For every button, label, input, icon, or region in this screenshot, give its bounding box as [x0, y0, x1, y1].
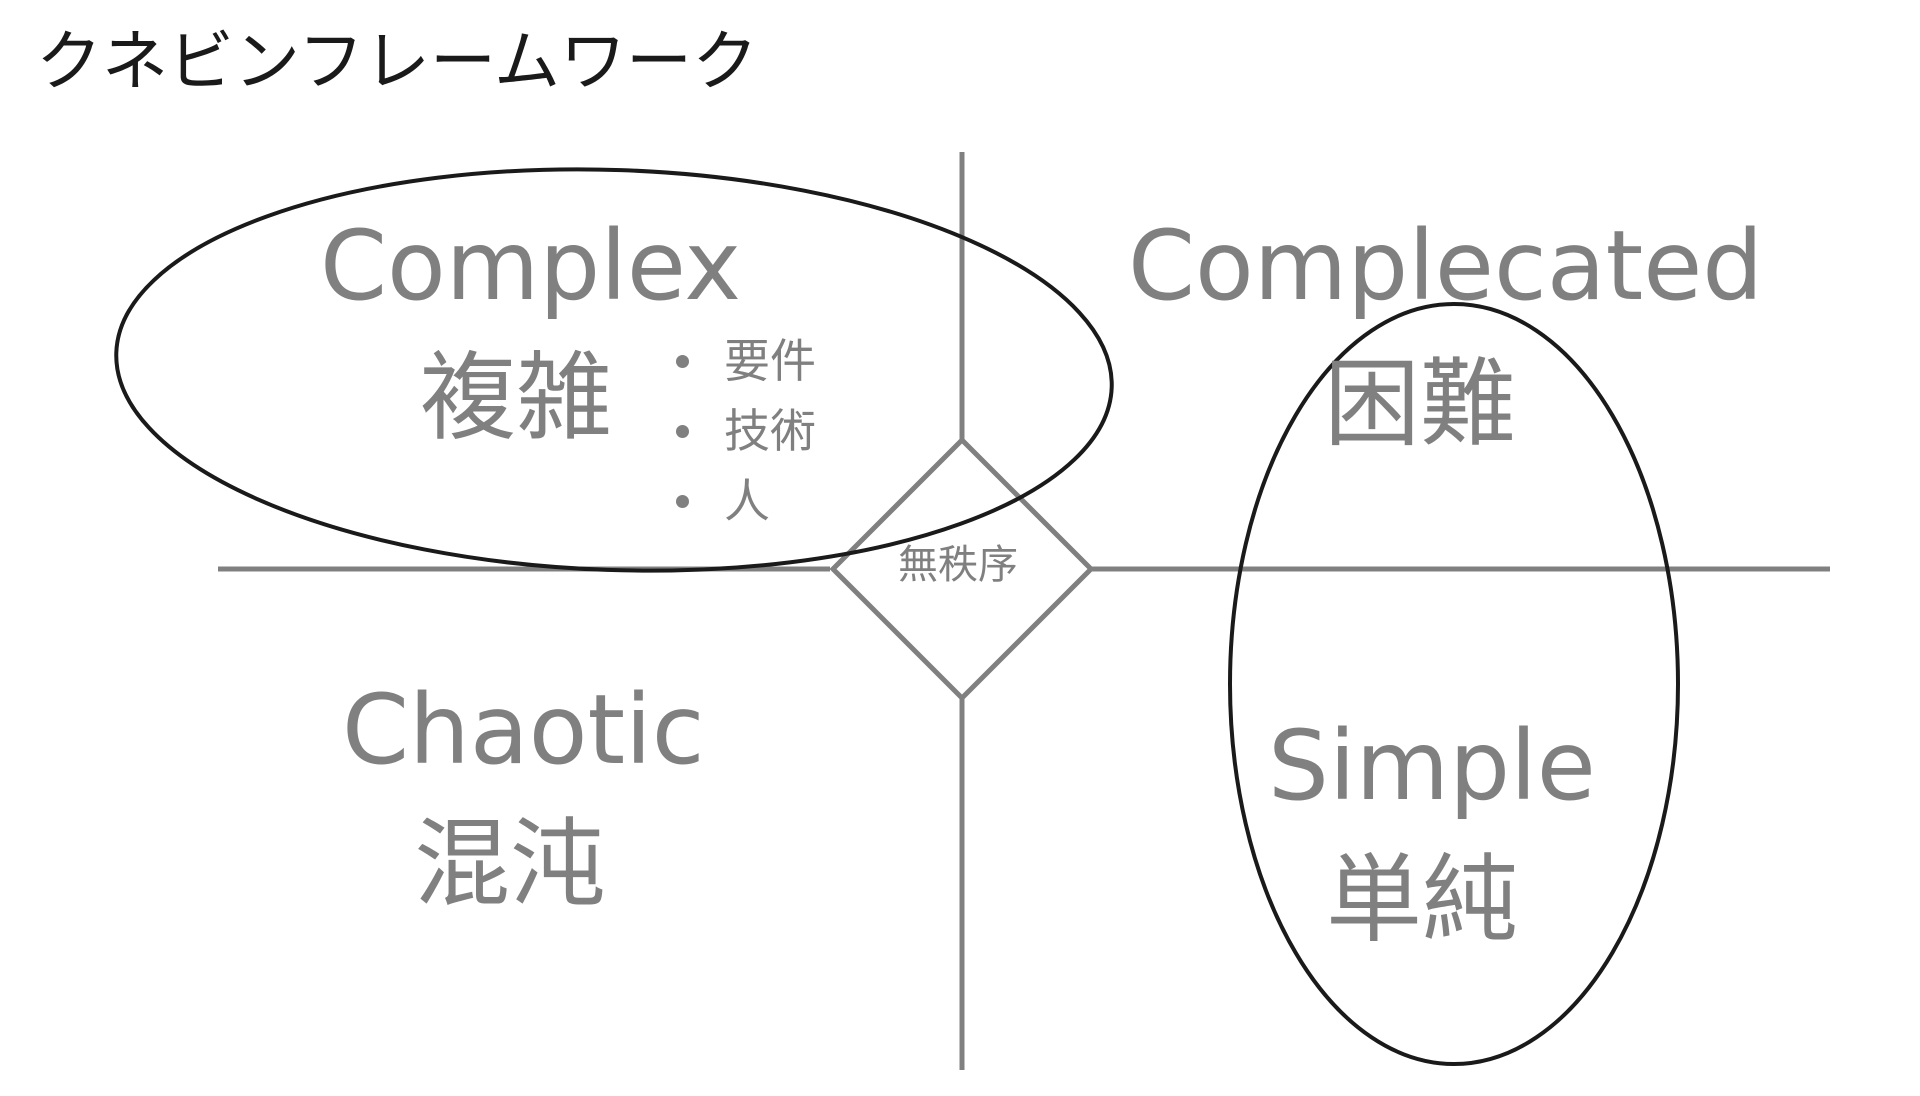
list-item-text: 人 — [724, 474, 770, 528]
simple-highlight-ellipse — [1228, 302, 1680, 1066]
disorder-label: 無秩序 — [898, 542, 1018, 588]
complex-points-list: 要件 技術 人 — [668, 326, 816, 536]
list-item: 要件 — [668, 326, 816, 396]
bullet-dot-icon — [676, 495, 689, 508]
quadrant-chaotic-japanese: 混沌 — [414, 808, 606, 920]
quadrant-complex-english: Complex — [320, 210, 742, 322]
complex-highlight-ellipse — [114, 167, 1114, 573]
bullet-dot-icon — [676, 425, 689, 438]
list-item: 技術 — [668, 396, 816, 466]
list-item-text: 要件 — [724, 334, 816, 388]
quadrant-complex-japanese: 複雑 — [420, 342, 612, 454]
disorder-diamond — [829, 436, 1095, 702]
page-title: クネビンフレームワーク — [36, 23, 759, 100]
quadrant-complicated-english: Complecated — [1128, 210, 1764, 322]
quadrant-simple-english: Simple — [1268, 710, 1596, 822]
bullet-dot-icon — [676, 355, 689, 368]
quadrant-chaotic-english: Chaotic — [342, 674, 705, 786]
list-item-text: 技術 — [724, 404, 816, 458]
list-item: 人 — [668, 466, 816, 536]
quadrant-simple-japanese: 単純 — [1326, 844, 1518, 956]
quadrant-complicated-japanese: 困難 — [1324, 348, 1516, 460]
